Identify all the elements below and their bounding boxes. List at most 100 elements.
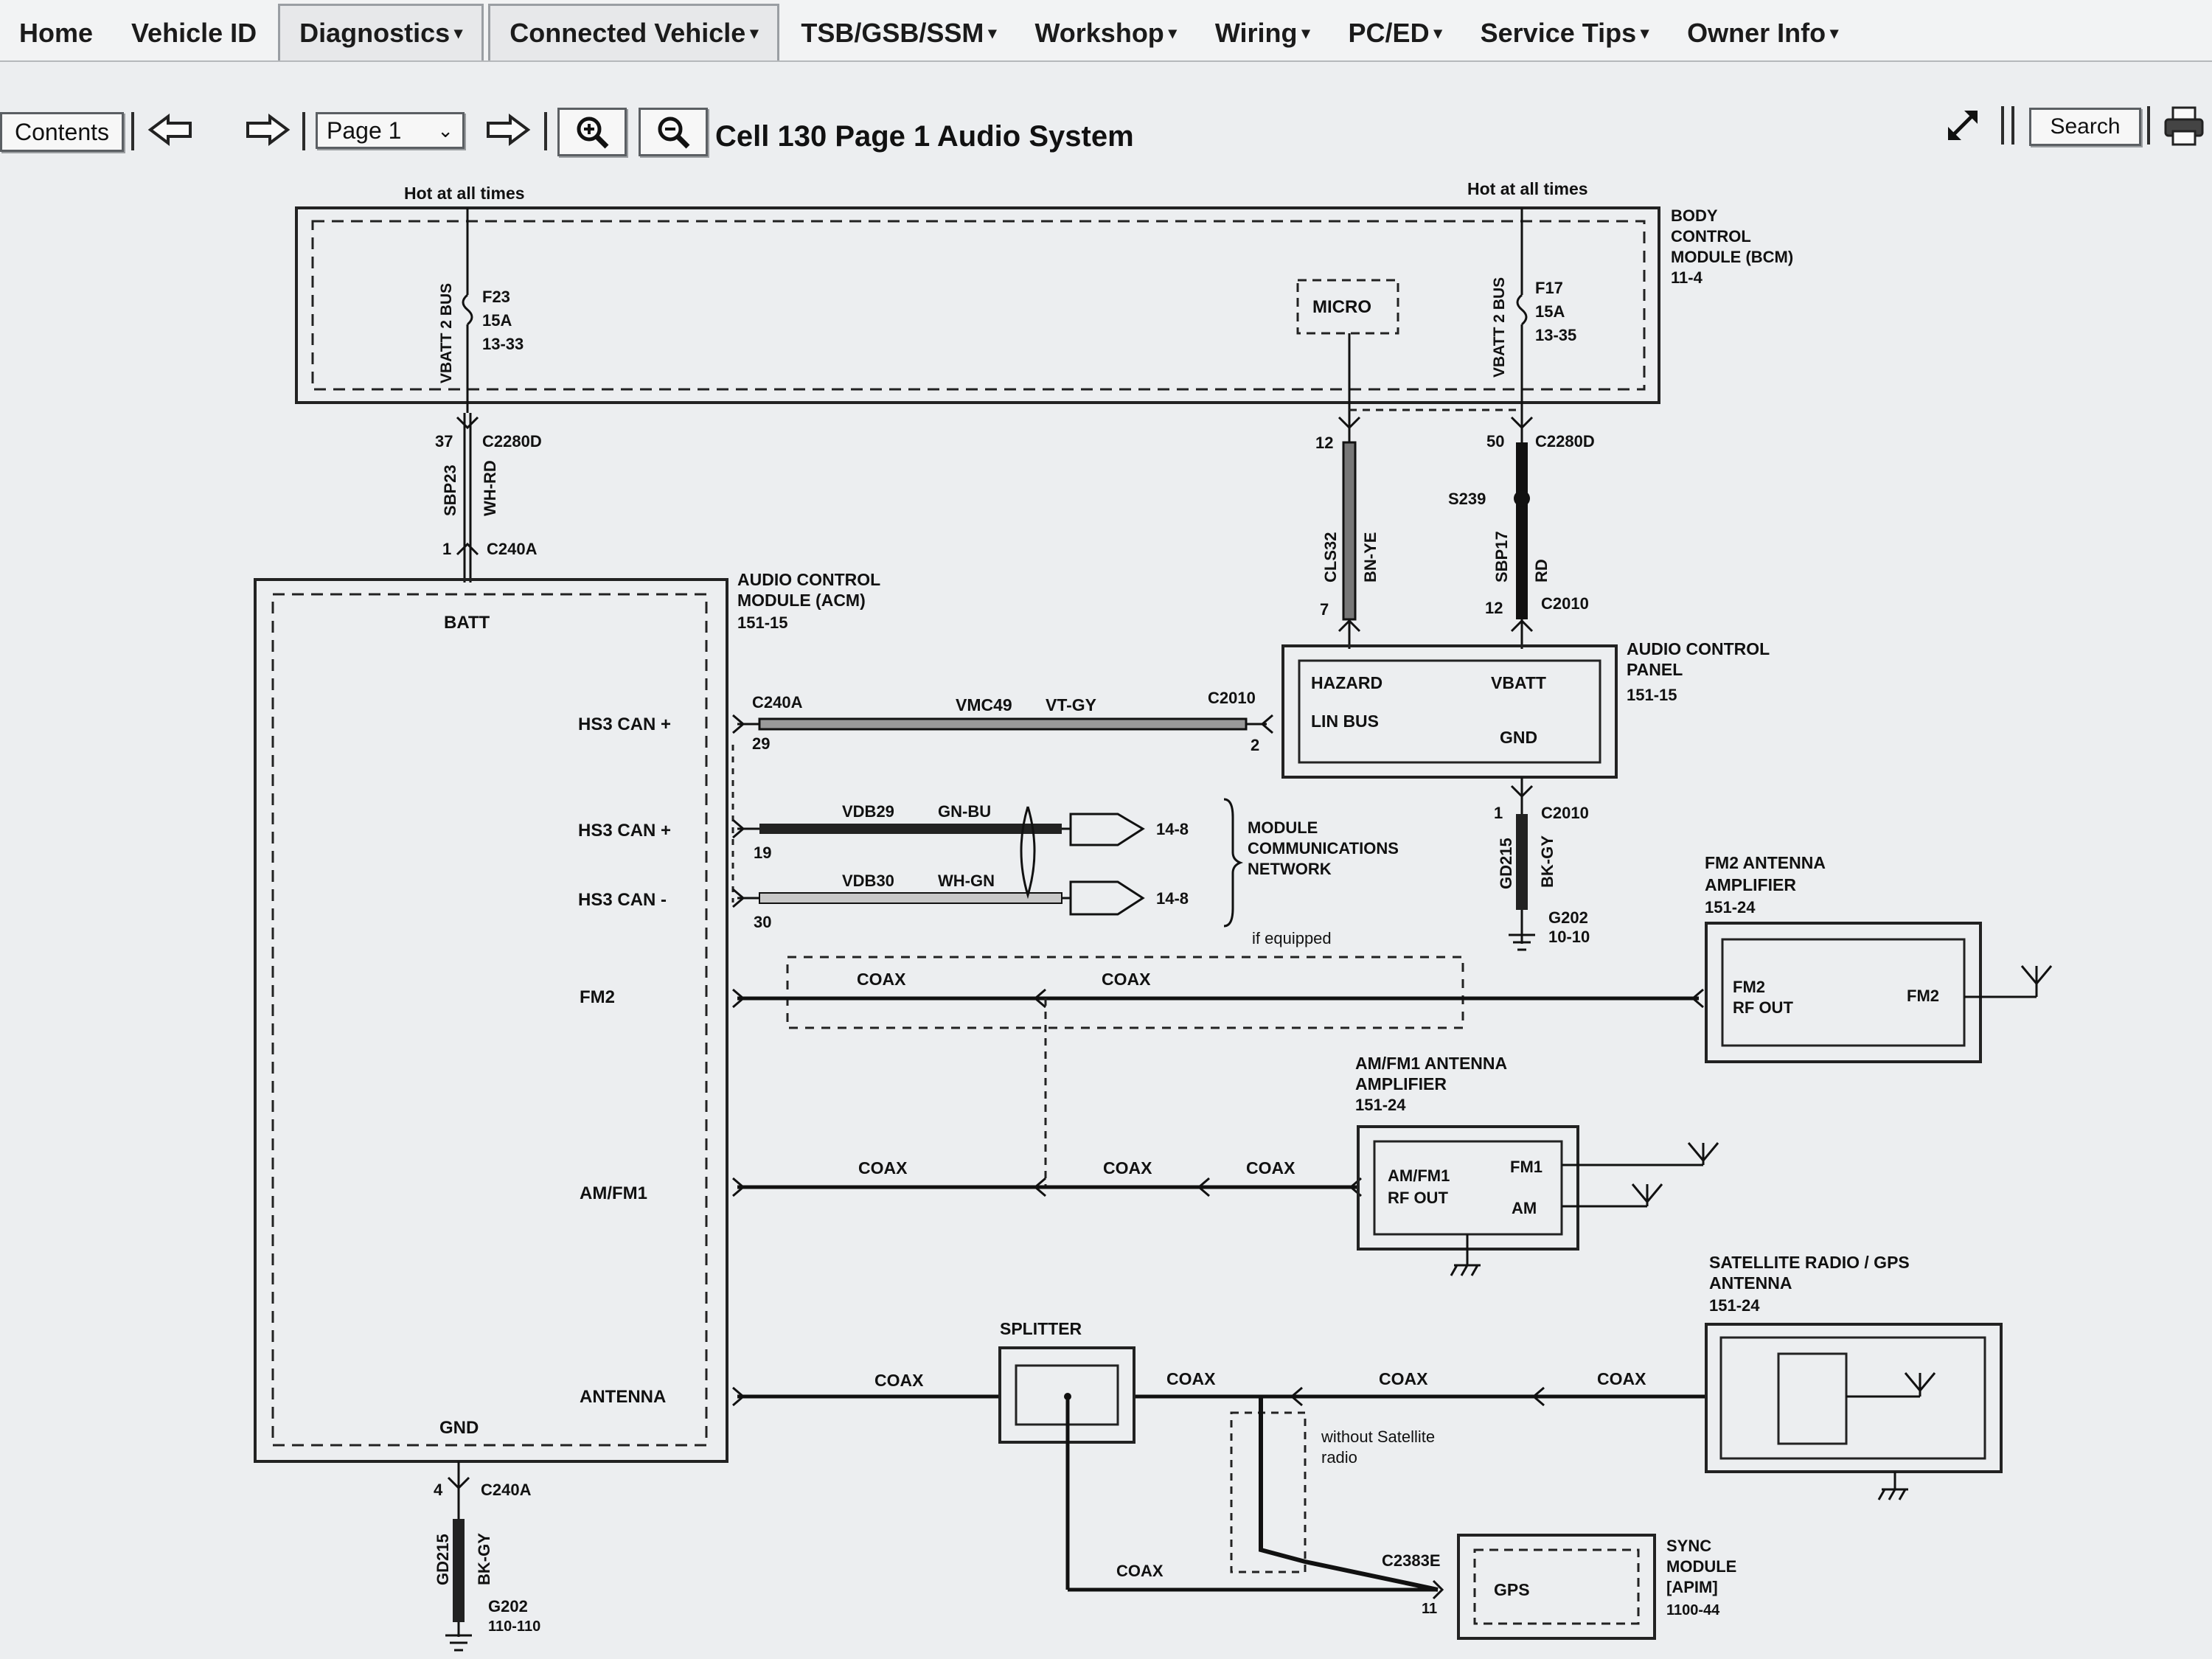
nav-item-diagnostics[interactable]: Diagnostics▾: [278, 4, 484, 60]
next-page-arrow-icon[interactable]: [481, 109, 534, 150]
can-lo-color: WH-GN: [938, 872, 995, 890]
page-select[interactable]: Page 1 ⌄: [316, 112, 465, 149]
fm2-antenna-amplifier: [1705, 922, 2053, 1063]
lin-conn-right: C2010: [1208, 689, 1256, 707]
acm-pin-hs3-can-plus-b: HS3 CAN +: [578, 821, 671, 841]
ground-symbol-icon: [445, 1634, 472, 1652]
splitter: [998, 1346, 1438, 1592]
chevron-down-icon: ⌄: [437, 119, 453, 142]
back-arrow-icon[interactable]: [145, 109, 198, 150]
micro-circuit: CLS32: [1321, 532, 1340, 582]
zoom-in-button[interactable]: [557, 108, 627, 156]
sync-gps-label: GPS: [1494, 1580, 1530, 1599]
panel-gnd-ground: G202: [1548, 908, 1588, 927]
chevron-down-icon: ▾: [750, 24, 759, 42]
acm-gnd-pin: 4: [434, 1481, 443, 1499]
nav-item-label: Wiring: [1214, 18, 1298, 48]
nav-item-label: TSB/GSB/SSM: [801, 18, 984, 48]
coax-label: COAX: [1597, 1369, 1646, 1388]
nav-item-connected-vehicle[interactable]: Connected Vehicle▾: [488, 4, 780, 60]
wiring-diagram: Hot at all times Hot at all times MICRO …: [254, 179, 2053, 1652]
wire-vdb29: [732, 813, 1145, 846]
acm-pin-gnd: GND: [439, 1418, 479, 1438]
wire-cls32: [1338, 333, 1361, 649]
nav-item-workshop[interactable]: Workshop▾: [1015, 6, 1195, 60]
nav-item-owner-info[interactable]: Owner Info▾: [1668, 6, 1857, 60]
vbatt-conn-top: C2280D: [1535, 432, 1595, 451]
acm-pin-hs3-can-minus: HS3 CAN -: [578, 890, 667, 910]
batt-circuit: SBP23: [441, 465, 459, 516]
zoom-out-button[interactable]: [639, 108, 708, 156]
chassis-ground-icon: [1877, 1488, 1908, 1500]
amfm1-pin-fm1: FM1: [1510, 1158, 1543, 1176]
panel-gnd-pin: 1: [1494, 804, 1503, 822]
lin-circuit: VMC49: [956, 695, 1012, 714]
audio-control-module: [254, 578, 728, 1463]
splitter-label: SPLITTER: [1000, 1319, 1082, 1338]
panel-gnd-color: BK-GY: [1538, 835, 1557, 888]
nav-item-label: Workshop: [1034, 18, 1164, 48]
wire-vmc49: [732, 714, 1273, 734]
print-icon[interactable]: [2160, 105, 2208, 147]
fuse-f17-amp: 15A: [1535, 302, 1565, 321]
coax-amfm1: [732, 1177, 1362, 1197]
batt-pin-top: 37: [435, 432, 453, 451]
batt-pin-bot: 1: [442, 540, 451, 558]
toolbar-separator: [302, 112, 305, 150]
nav-item-label: Home: [19, 18, 94, 48]
acm-gnd-circuit: GD215: [434, 1534, 452, 1585]
nav-item-label: Service Tips: [1480, 18, 1637, 48]
sync-module: [1457, 1534, 1656, 1640]
forward-arrow-icon[interactable]: [240, 109, 293, 150]
contents-button[interactable]: Contents: [0, 112, 124, 152]
fuse-f17-ref: 13-35: [1535, 326, 1576, 344]
vbatt-color: RD: [1532, 559, 1551, 582]
search-label: Search: [2050, 114, 2121, 139]
coax-label: COAX: [1116, 1562, 1164, 1580]
vbatt-conn-bot: C2010: [1541, 594, 1589, 613]
batt-conn-bot: C240A: [487, 540, 538, 558]
expand-icon[interactable]: [1941, 103, 1985, 147]
network-brace-icon: [1223, 798, 1244, 928]
batt-color: WH-RD: [481, 460, 499, 516]
can-hi-color: GN-BU: [938, 802, 991, 821]
wire-vdb30: [732, 880, 1145, 916]
nav-item-tsb-gsb-ssm[interactable]: TSB/GSB/SSM▾: [782, 6, 1015, 60]
nav-item-home[interactable]: Home: [0, 6, 112, 60]
panel-pin-gnd: GND: [1500, 728, 1537, 747]
can-lo-ref: 14-8: [1156, 889, 1189, 908]
toolbar-separator: [544, 112, 547, 150]
splice-s239-icon: [1514, 490, 1530, 507]
vbatt2-bus-right: VBATT 2 BUS: [1491, 277, 1508, 378]
coax-antenna: [732, 1386, 1708, 1407]
acm-pin-amfm1: AM/FM1: [580, 1183, 647, 1203]
vbatt-pin-top: 50: [1486, 432, 1504, 451]
hot-at-all-times-left: Hot at all times: [404, 184, 525, 203]
coax-label: COAX: [857, 970, 906, 989]
vbatt-circuit: SBP17: [1492, 531, 1511, 582]
can-plus-connector-icon: [1069, 813, 1145, 846]
micro-pin-bot: 7: [1320, 600, 1329, 619]
nav-item-pc-ed[interactable]: PC/ED▾: [1329, 6, 1461, 60]
nav-item-wiring[interactable]: Wiring▾: [1196, 6, 1329, 60]
search-button[interactable]: Search: [2029, 108, 2141, 146]
chassis-ground-icon: [1450, 1264, 1481, 1276]
nav-item-service-tips[interactable]: Service Tips▾: [1461, 6, 1669, 60]
chevron-down-icon: ▾: [1168, 24, 1177, 42]
acm-pin-antenna: ANTENNA: [580, 1387, 666, 1407]
panel-gnd-conn: C2010: [1541, 804, 1589, 822]
chevron-down-icon: ▾: [1301, 24, 1310, 42]
chevron-down-icon: ▾: [988, 24, 997, 42]
can-lo-pin: 30: [754, 913, 771, 931]
nav-item-vehicle-id[interactable]: Vehicle ID: [112, 6, 276, 60]
acm-gnd-color: BK-GY: [475, 1533, 493, 1585]
twisted-pair-icon: [1020, 806, 1036, 900]
panel-pin-lin: LIN BUS: [1311, 712, 1379, 731]
vbatt2-bus-left: VBATT 2 BUS: [438, 283, 455, 383]
antenna-icon: [1904, 1372, 1936, 1393]
